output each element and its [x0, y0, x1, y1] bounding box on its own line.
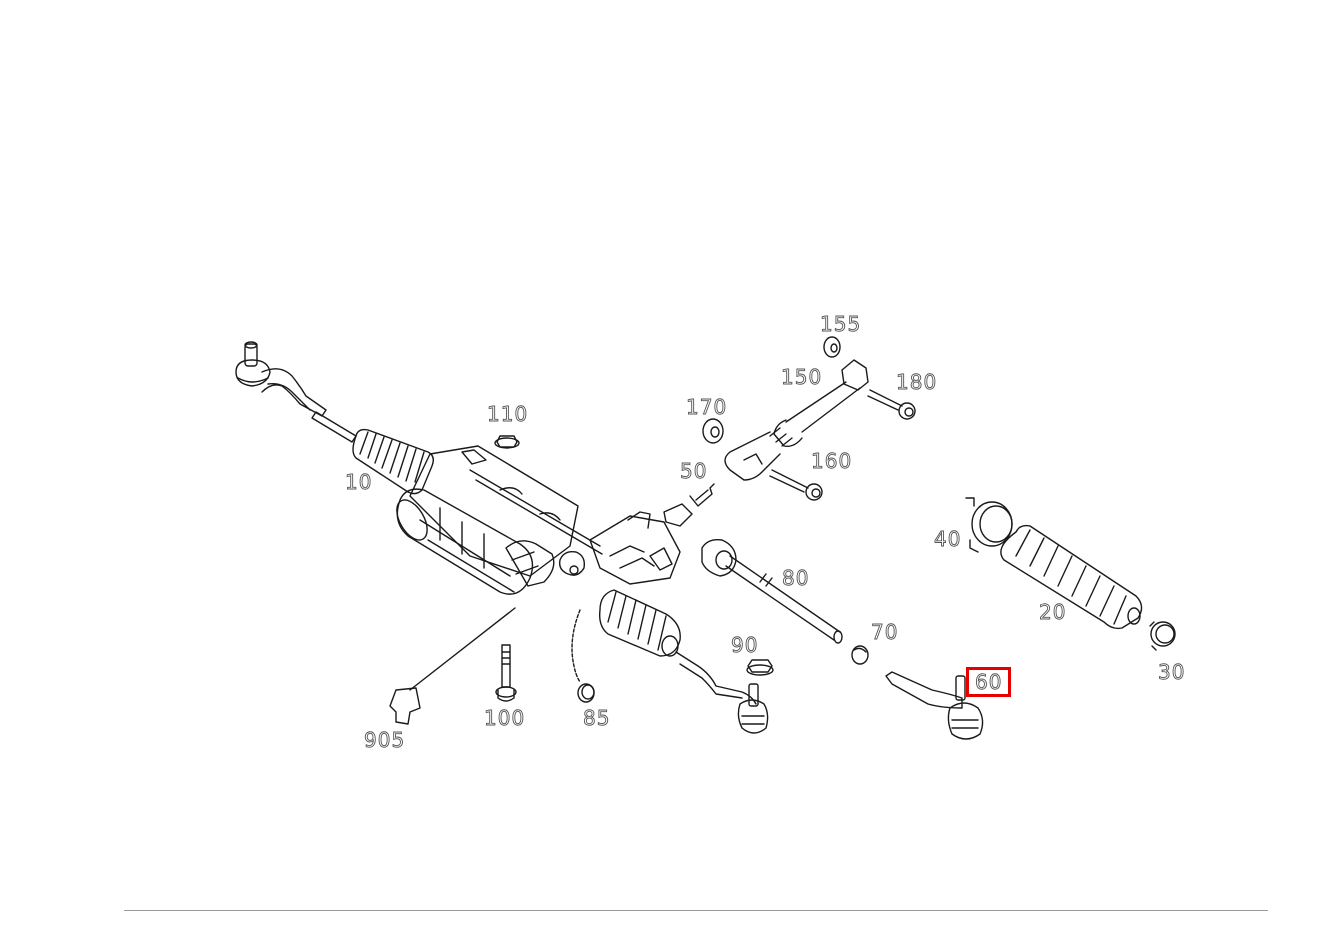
leader-lines [409, 607, 581, 691]
part-40-drawing [965, 497, 1013, 553]
part-155-drawing [823, 336, 841, 358]
left-tie-rod-end-drawing [235, 341, 357, 443]
callout-100[interactable]: 100 [484, 706, 526, 730]
part-30-drawing [1149, 621, 1176, 651]
part-85-drawing [577, 683, 595, 703]
callout-70[interactable]: 70 [871, 620, 899, 644]
part-100-drawing [495, 644, 517, 702]
left-boot-drawing [352, 428, 435, 495]
callout-905[interactable]: 905 [364, 728, 406, 752]
footer-divider [124, 910, 1268, 911]
part-905-drawing [389, 687, 421, 725]
callout-40[interactable]: 40 [934, 527, 962, 551]
part-180-drawing [867, 389, 916, 420]
part-20-drawing [1000, 524, 1143, 630]
part-170-drawing [702, 418, 724, 444]
callout-90[interactable]: 90 [731, 633, 759, 657]
part-90-drawing [746, 659, 774, 676]
steering-gear-housing-drawing [396, 445, 693, 595]
part-110-drawing [494, 435, 520, 449]
callout-30[interactable]: 30 [1158, 660, 1186, 684]
callout-170[interactable]: 170 [686, 395, 728, 419]
callout-80[interactable]: 80 [782, 566, 810, 590]
callout-85[interactable]: 85 [583, 706, 611, 730]
part-80-drawing [701, 538, 843, 644]
right-boot-and-tie-rod-drawing [598, 589, 769, 734]
callout-60[interactable]: 60 [965, 667, 1012, 697]
callout-10[interactable]: 10 [345, 470, 373, 494]
callout-50[interactable]: 50 [680, 459, 708, 483]
part-150-drawing [724, 359, 869, 481]
part-70-drawing [851, 645, 869, 665]
callout-180[interactable]: 180 [896, 370, 938, 394]
part-50-drawing [689, 483, 715, 507]
callout-155[interactable]: 155 [820, 312, 862, 336]
callout-150[interactable]: 150 [781, 365, 823, 389]
callout-20[interactable]: 20 [1039, 600, 1067, 624]
part-60-drawing [885, 671, 984, 740]
part-160-drawing [769, 469, 823, 501]
callout-110[interactable]: 110 [487, 402, 529, 426]
callout-160[interactable]: 160 [811, 449, 853, 473]
